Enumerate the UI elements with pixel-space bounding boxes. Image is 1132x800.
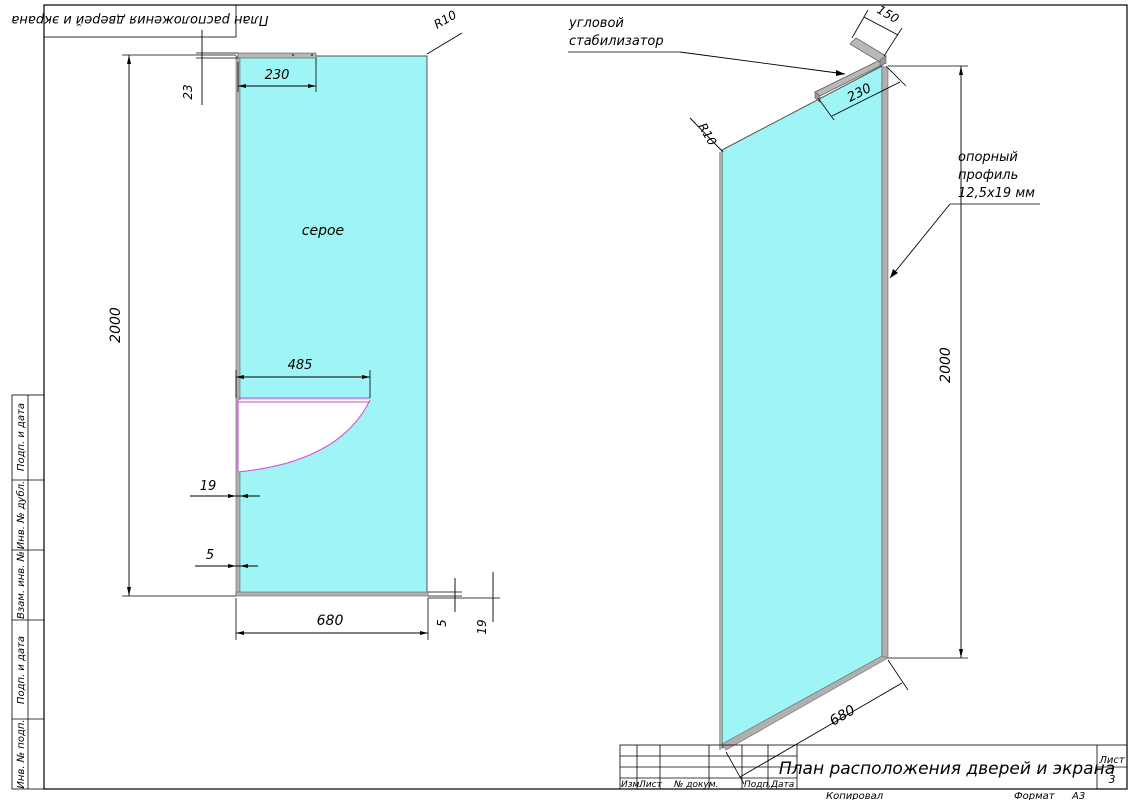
dim-150: 150 [875,2,902,26]
header-date: Дата [770,780,794,790]
corner-stabilizer-iso [849,37,887,63]
dim-2000-front: 2000 [108,307,124,343]
drawing-frame [43,4,1128,790]
header-list: Лист [638,780,663,790]
dim-5-right: 5 [435,619,449,627]
label-profile-3: 12,5х19 мм [958,186,1035,201]
dim-680-front: 680 [317,613,344,629]
glass-panel-front [238,55,428,596]
mirrored-title-box [43,4,237,38]
sheet-number: 3 [1109,773,1116,786]
dim-230-front: 230 [265,68,290,83]
dim-19-left: 19 [200,479,217,494]
dim-485: 485 [288,358,313,373]
stamp-cell-2: Инв. № дубл. [15,481,27,549]
door-swing-arc [237,399,371,473]
svg-text:План расположения дверей и экр: План расположения дверей и экрана [11,12,268,27]
dim-680-iso: 680 [827,702,858,729]
title-block-title: План расположения дверей и экрана [779,759,1115,779]
dim-23: 23 [181,84,195,99]
header-doc: № докум. [673,780,718,790]
glass-panel-iso [721,65,883,749]
format-value: А3 [1071,791,1085,800]
sheet-label: Лист [1098,755,1126,766]
fill-label: серое [302,223,344,239]
header-sign: Подп. [744,780,771,790]
stamp-cell-4: Подп. и дата [16,636,27,704]
support-profile-left [235,55,241,596]
format-label: Формат [1014,791,1056,800]
label-stabilizer-2: стабилизатор [569,34,664,49]
header-izm: Изм. [621,780,642,790]
stamp-cell-1: Подп. и дата [16,403,27,471]
label-profile-1: опорный [958,150,1018,165]
title-block: Изм. Лист № докум. Подп. Дата План распо… [619,744,1128,800]
stamp-cell-3: Взам. инв. № [16,551,27,619]
copied-label: Копировал [826,791,884,800]
dim-2000-iso: 2000 [938,347,954,383]
mirrored-title: План расположения дверей и экрана [11,12,268,27]
label-profile-2: профиль [958,168,1018,183]
dim-5-left: 5 [206,548,214,563]
support-profile-iso [881,65,889,661]
label-stabilizer-1: угловой [568,16,624,31]
corner-stabilizer-front [237,52,317,59]
dim-19-right: 19 [475,619,489,634]
stamp-cell-5: Инв. № подп. [16,719,27,788]
bottom-profile [235,591,429,597]
radius-label-left: R10 [432,7,460,31]
side-stamp: Подп. и дата Инв. № дубл. Взам. инв. № П… [11,394,45,790]
